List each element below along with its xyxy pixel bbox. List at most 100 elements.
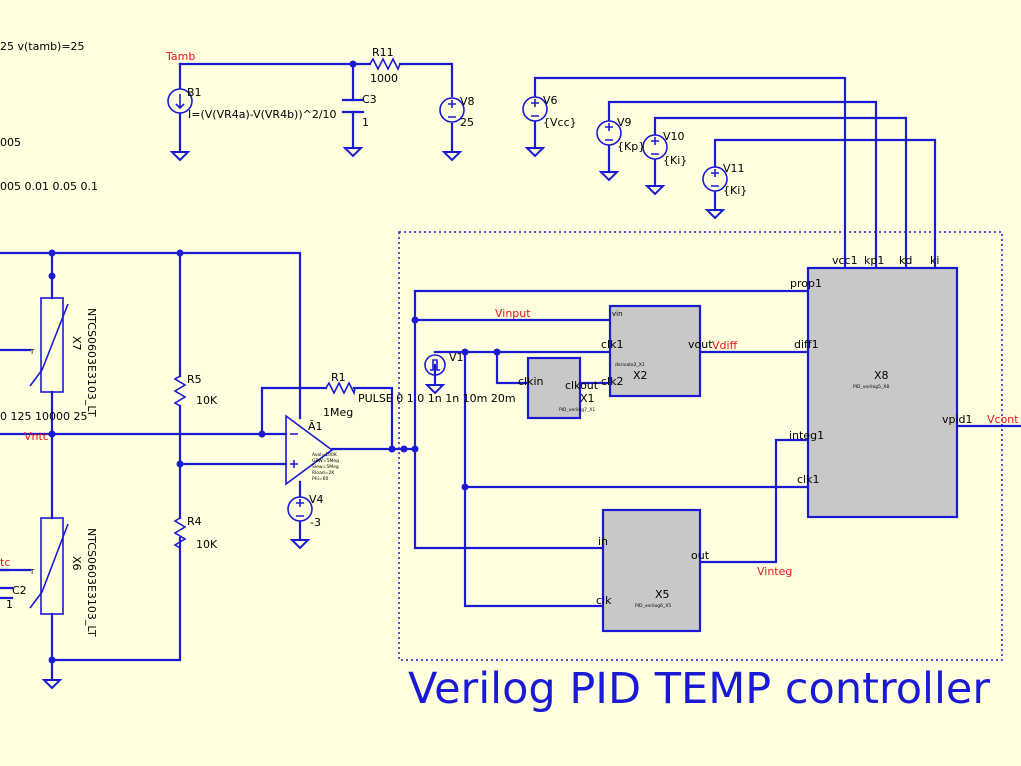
x5-pin-out: out: [691, 549, 710, 562]
coefficient-sources: [522, 76, 937, 270]
x2-pin-vin: vin: [612, 310, 623, 318]
block-x5-integrator[interactable]: in out clk X5 PID_verilog6_X5: [596, 508, 710, 633]
x2-pin-vout: vout: [688, 338, 713, 351]
a1-param-phi: Phi=60: [312, 476, 328, 482]
x8-label: X8: [874, 369, 889, 382]
x6-label: X6: [70, 556, 83, 571]
x8-pin-diff1: diff1: [794, 338, 819, 351]
x1-label: X1: [580, 392, 595, 405]
spice-directive-2: 005: [0, 136, 21, 149]
net-label-vcont: Vcont: [987, 413, 1019, 426]
x8-pin-clk1: clk1: [797, 473, 819, 486]
v10-value: {Ki}: [663, 154, 687, 167]
x2-pin-clk2: clk2: [601, 375, 623, 388]
v9-value: {Kp}: [617, 140, 645, 153]
v11-label: V11: [723, 162, 745, 175]
c3-capacitor-symbol: [341, 98, 365, 114]
v6-voltage-source-symbol: [522, 96, 548, 122]
block-x8-body[interactable]: [806, 266, 959, 519]
x1-pin-clkin: clkin: [518, 375, 544, 388]
b1-expression: I=(V(VR4a)-V(VR4b))^2/10: [188, 108, 337, 121]
net-label-vinput: Vinput: [495, 307, 531, 320]
x7-ntc-symbol: [40, 297, 64, 393]
net-label-tc: tc: [0, 556, 10, 569]
v11-voltage-source-symbol: [702, 166, 728, 192]
r5-value: 10K: [196, 394, 218, 407]
v11-value: {Ki}: [723, 184, 747, 197]
net-label-vntc: Vntc: [24, 430, 49, 443]
c2-capacitor-symbol: [0, 586, 14, 600]
r4-resistor-symbol: [173, 517, 187, 549]
x1-subcircuit: PID_verilog7_X1: [559, 407, 595, 413]
c3-label: C3: [362, 93, 377, 106]
ambient-temperature-circuit: [167, 57, 465, 162]
r11-value: 1000: [370, 72, 398, 85]
c2-value: 1: [6, 598, 13, 611]
block-x8-pid[interactable]: vcc1 kp1 kd ki prop1 diff1 integ1 clk1 v…: [789, 254, 973, 519]
x8-pin-kp1: kp1: [864, 254, 884, 267]
a1-param-avol: Avol=100K: [312, 452, 338, 458]
v1-label: V1: [449, 351, 464, 364]
net-label-tamb: Tamb: [165, 50, 195, 63]
x5-label: X5: [655, 588, 670, 601]
r5-label: R5: [187, 373, 202, 386]
x5-pin-clk: clk: [596, 594, 612, 607]
v8-voltage-source-symbol: [439, 97, 465, 123]
r11-resistor-symbol: [369, 57, 401, 71]
x7-label: X7: [70, 336, 83, 351]
x8-pin-prop1: prop1: [790, 277, 822, 290]
x8-pin-integ1: integ1: [789, 429, 824, 442]
block-x1-clock[interactable]: clkin clkout X1 PID_verilog7_X1: [518, 356, 599, 420]
net-label-vinteg: Vinteg: [757, 565, 792, 578]
r5-resistor-symbol: [173, 375, 187, 407]
v1-pulse-spec: PULSE 0 1 0 1n 1n 10m 20m: [358, 392, 516, 405]
v9-label: V9: [617, 116, 632, 129]
v4-voltage-source-symbol: [287, 496, 313, 522]
a1-param-gbw: GBW=5Meg: [312, 458, 339, 464]
x6-ntc-symbol: [40, 517, 64, 615]
v4-label: V4: [309, 493, 324, 506]
x2-subcircuit: derivate2_X1: [615, 362, 645, 368]
r1-resistor-symbol: [325, 381, 356, 396]
v10-label: V10: [663, 130, 685, 143]
v9-voltage-source-symbol: [596, 120, 622, 146]
spice-directive-1: 25 v(tamb)=25: [0, 40, 85, 53]
r1-label: R1: [331, 371, 346, 384]
x7-parameters: 0 125 10000 25: [0, 410, 87, 423]
a1-opamp-symbol: [285, 414, 334, 486]
v6-value: {Vcc}: [543, 116, 577, 129]
schematic-title: Verilog PID TEMP controller: [408, 664, 990, 714]
block-x2-body[interactable]: [608, 304, 702, 398]
block-x5-body[interactable]: [601, 508, 702, 633]
c3-value: 1: [362, 116, 369, 129]
controller-wiring: [411, 289, 1021, 608]
ground-symbols-top: [169, 147, 463, 162]
x8-pin-kd: kd: [899, 254, 912, 267]
v10-voltage-source-symbol: [642, 134, 668, 160]
v1-pulse-source-symbol: [424, 354, 446, 376]
x1-pin-clkout: clkout: [565, 379, 599, 392]
c2-label: C2: [12, 584, 27, 597]
v6-label: V6: [543, 94, 558, 107]
net-label-vdiff: Vdiff: [712, 339, 738, 352]
block-x2-derivate[interactable]: vin clk1 clk2 vout derivate2_X1 X2: [601, 304, 713, 398]
ground-symbols-sources: [524, 147, 726, 220]
a1-label: Ã1: [308, 420, 323, 433]
a1-parameters: Avol=100K GBW=5Meg Slew=5Meg Rload=2K Ph…: [312, 452, 339, 482]
x8-pin-vpid1: vpid1: [942, 413, 973, 426]
v4-value: -3: [310, 516, 321, 529]
r4-value: 10K: [196, 538, 218, 551]
x2-label: X2: [633, 369, 648, 382]
x5-subcircuit: PID_verilog6_X5: [635, 603, 671, 609]
r4-label: R4: [187, 515, 202, 528]
x6-part-number: NTCS0603E3103_LT: [85, 528, 98, 637]
verilog-subsystem-frame: [398, 231, 1003, 661]
block-x1-body[interactable]: [526, 356, 582, 420]
v8-value: 25: [460, 116, 474, 129]
r1-value: 1Meg: [323, 406, 353, 419]
a1-param-rload: Rload=2K: [312, 470, 335, 476]
spice-directive-3: 005 0.01 0.05 0.1: [0, 180, 98, 193]
b1-label: B1: [187, 86, 202, 99]
x6-t-marker: T: [29, 568, 35, 576]
r11-label: R11: [372, 46, 394, 59]
